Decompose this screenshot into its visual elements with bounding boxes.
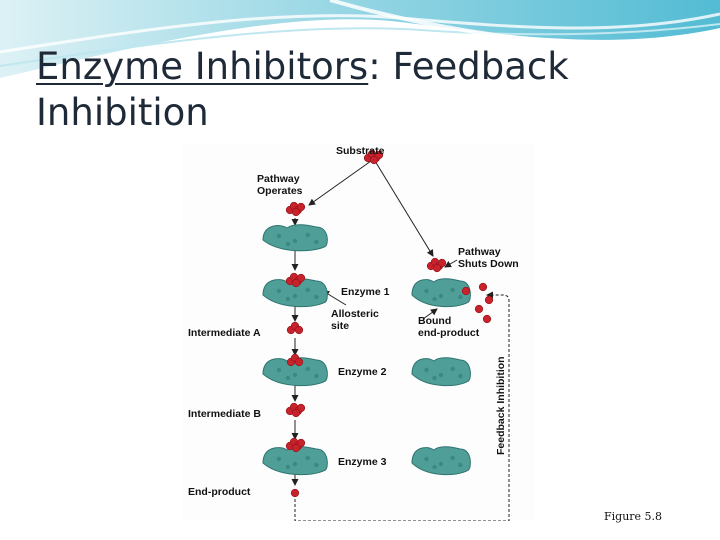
connector-arrows — [291, 160, 510, 521]
label-bound-line2: end-product — [418, 327, 480, 339]
figure-panel — [183, 143, 534, 521]
label-pathway-operates-line2: Operates — [257, 185, 303, 197]
label-substrate: Substrate — [336, 145, 385, 157]
molecule-enzyme1-active — [285, 272, 306, 288]
molecule-bound-end-product — [461, 286, 471, 296]
molecule-substrate — [363, 149, 384, 165]
label-enzyme-1: Enzyme 1 — [341, 286, 390, 298]
label-intermediate-a: Intermediate A — [188, 327, 261, 339]
enzyme-1-shape — [262, 278, 328, 308]
arrow-bound-end-product-pointer — [422, 308, 438, 320]
molecule-substrate-bound — [285, 201, 306, 217]
slide-title: Enzyme Inhibitors: Feedback Inhibition — [36, 44, 636, 136]
molecule-free-end-product-1 — [478, 282, 488, 292]
enzyme-1-inhibited-shape — [411, 278, 471, 308]
arrow-substrate-to-shutdown — [374, 160, 434, 257]
arrow-shuts-down-pointer — [444, 259, 458, 268]
label-pathway-shuts-line1: Pathway — [458, 246, 501, 258]
label-pathway-shuts-line2: Shuts Down — [458, 258, 519, 270]
label-bound-line1: Bound — [418, 315, 451, 327]
enzyme-2-shape — [262, 357, 328, 387]
label-end-product: End-product — [188, 486, 251, 498]
label-pathway-operates-line1: Pathway — [257, 173, 300, 185]
molecule-intermediate-a — [286, 321, 304, 335]
feedback-inhibition-diagram: Substrate Pathway Operates Pathway Shuts… — [188, 145, 519, 521]
figure-caption: Figure 5.8 — [604, 510, 663, 523]
molecule-end-product — [290, 488, 300, 498]
enzyme-3-shape — [262, 446, 328, 476]
molecule-enzyme3-active — [285, 437, 306, 453]
label-allosteric-line1: Allosteric — [331, 308, 379, 320]
label-enzyme-2: Enzyme 2 — [338, 366, 387, 378]
arrow-feedback-loop — [294, 291, 510, 521]
molecule-free-end-product-4 — [482, 314, 492, 324]
label-enzyme-3: Enzyme 3 — [338, 456, 387, 468]
enzyme-2-idle-shape — [411, 357, 471, 387]
molecule-intermediate-b — [285, 402, 306, 418]
enzyme-shapes — [262, 224, 471, 476]
molecule-enzyme2-active — [286, 353, 304, 367]
decorative-wave-banner — [0, 0, 720, 78]
title-rest: : Feedback Inhibition — [36, 45, 569, 134]
enzyme-1-shape-top — [262, 224, 328, 252]
label-feedback-inhibition: Feedback Inhibition — [495, 356, 507, 455]
label-allosteric-line2: site — [331, 320, 349, 332]
molecule-clusters — [285, 149, 494, 498]
molecule-free-end-product-2 — [484, 295, 494, 305]
molecule-free-end-product-3 — [474, 304, 484, 314]
arrow-substrate-to-enzyme1 — [308, 160, 372, 206]
molecule-substrate-blocked — [426, 257, 447, 273]
title-underlined-term: Enzyme Inhibitors — [36, 45, 369, 88]
enzyme-3-idle-shape — [411, 446, 471, 476]
label-intermediate-b: Intermediate B — [188, 408, 261, 420]
